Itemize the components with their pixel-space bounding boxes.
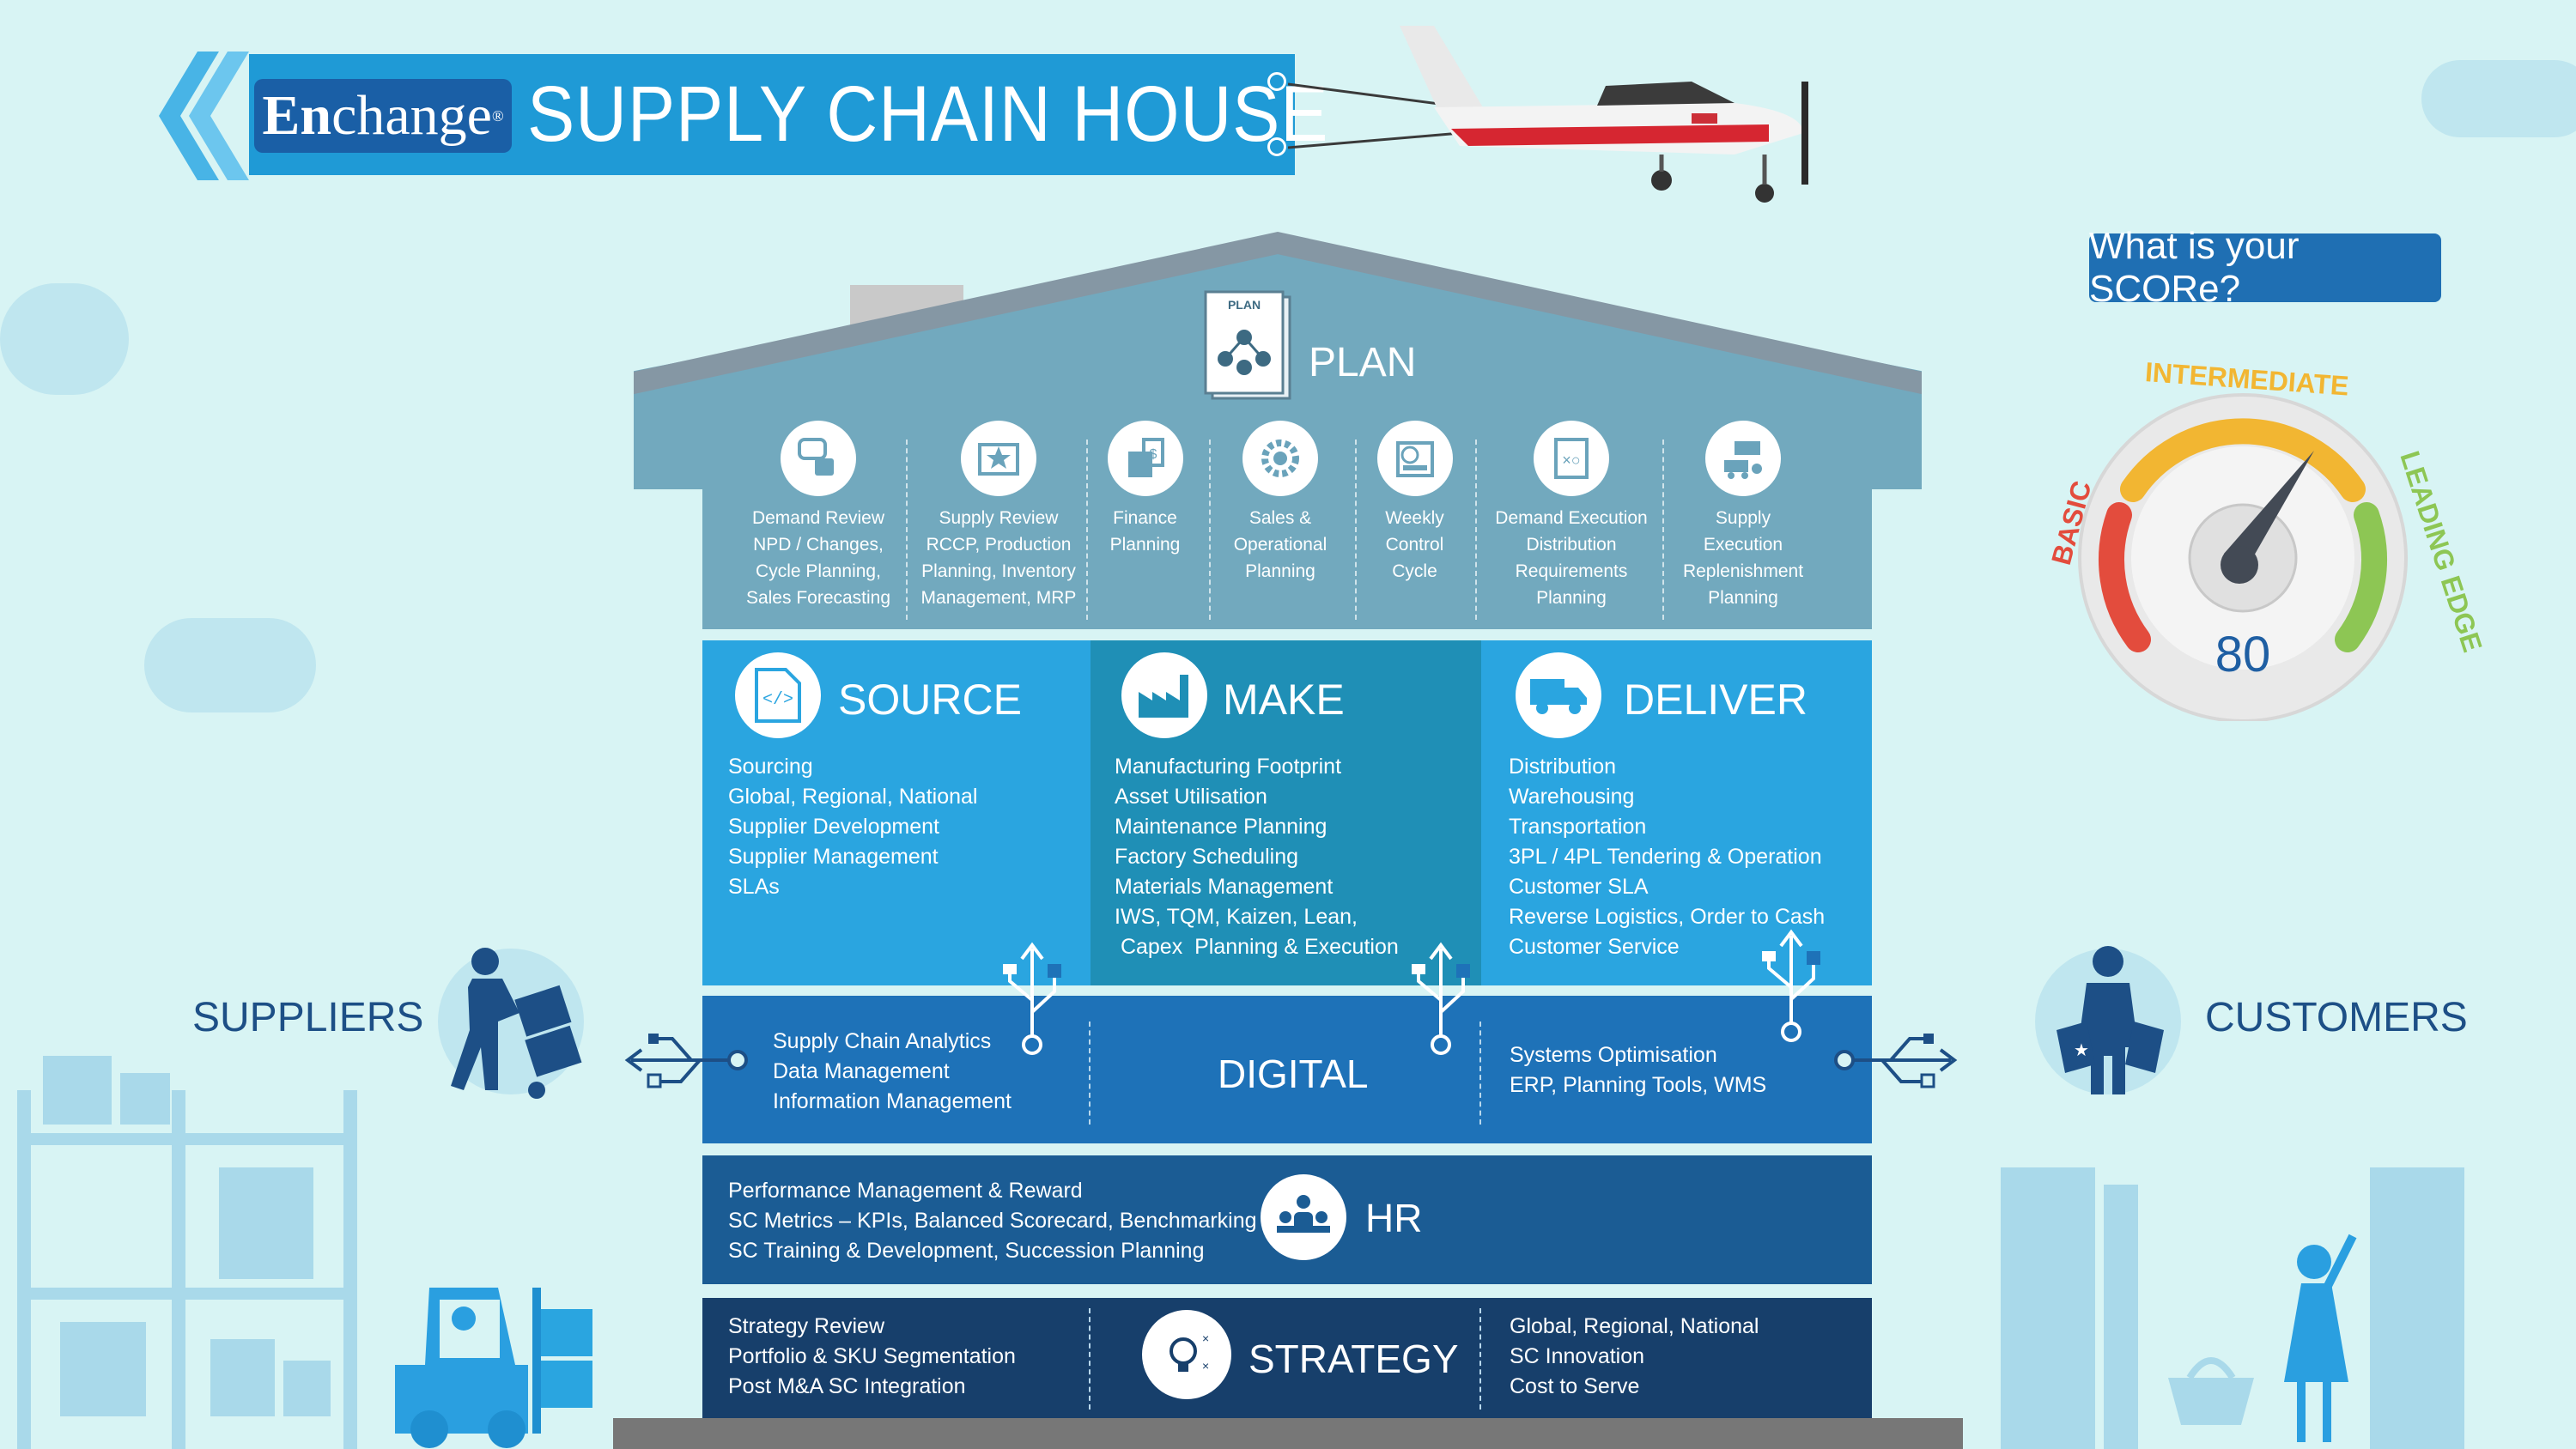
shopping-basket-icon xyxy=(2168,1357,2254,1425)
forklift-icon xyxy=(395,1288,592,1448)
cloud-top-right xyxy=(2421,60,2576,137)
shopper-girl-icon xyxy=(2284,1234,2357,1442)
banner-chevrons xyxy=(159,52,249,180)
factory-icon xyxy=(1121,652,1207,738)
score-level-leading-edge: LEADING EDGE xyxy=(2394,447,2488,656)
box xyxy=(283,1361,331,1416)
warehouse-shelf xyxy=(17,1288,357,1300)
svg-text:$: $ xyxy=(1149,447,1157,462)
digital-title: DIGITAL xyxy=(1218,1052,1369,1096)
suppliers-label: SUPPLIERS xyxy=(192,995,424,1040)
make-title: MAKE xyxy=(1223,676,1345,724)
usb-left-connector-icon xyxy=(624,1034,748,1088)
team-icon xyxy=(1261,1174,1346,1260)
usb-connector-icon xyxy=(1412,942,1470,1055)
usb-connector-icon xyxy=(1762,929,1820,1042)
airplane-icon xyxy=(1288,26,1808,203)
warehouse-shelf xyxy=(172,1090,185,1449)
store-shelf xyxy=(2001,1167,2095,1449)
warehouse-shelf xyxy=(343,1090,357,1449)
box xyxy=(210,1339,275,1416)
delivery-truck-icon xyxy=(1516,652,1601,738)
svg-text:×: × xyxy=(1202,1331,1209,1345)
hr-title: HR xyxy=(1365,1196,1423,1240)
score-value: 80 xyxy=(2215,627,2271,682)
svg-text:</>: </> xyxy=(762,690,793,710)
supplier-dolly-icon xyxy=(438,948,584,1099)
tactics-board-icon: ×○ xyxy=(1534,421,1609,496)
plan-divider xyxy=(1209,440,1211,620)
digital-divider xyxy=(1089,1022,1091,1125)
plan-divider xyxy=(906,440,908,620)
usb-connector-icon xyxy=(1003,942,1061,1055)
calendar-clock-icon xyxy=(1376,421,1453,496)
cloud-left xyxy=(0,283,129,395)
thumbs-up-chat-icon xyxy=(781,421,856,496)
plan-divider xyxy=(1475,440,1477,620)
banner-ring-top xyxy=(1267,72,1286,91)
svg-text:★: ★ xyxy=(2074,1041,2089,1060)
finance-calculator-icon: $ xyxy=(1107,421,1183,496)
score-gauge: BASIC INTERMEDIATE LEADING EDGE 80 xyxy=(2045,356,2488,721)
certificate-star-icon xyxy=(961,421,1036,496)
plan-divider xyxy=(1662,440,1664,620)
digital-divider xyxy=(1479,1022,1481,1125)
svg-text:PLAN: PLAN xyxy=(1228,298,1261,312)
banner-ring-bottom xyxy=(1267,137,1286,156)
warehouse-shelf xyxy=(17,1133,357,1145)
warehouse-truck-icon xyxy=(1705,421,1781,496)
plan-divider xyxy=(1355,440,1357,620)
strategy-divider xyxy=(1479,1308,1481,1410)
page-title: SUPPLY CHAIN HOUSE xyxy=(527,70,1329,158)
strategy-title: STRATEGY xyxy=(1249,1337,1459,1381)
box xyxy=(43,1056,112,1125)
svg-text:×○: ×○ xyxy=(1562,452,1580,469)
source-title: SOURCE xyxy=(838,676,1022,724)
warehouse-shelf xyxy=(17,1090,31,1449)
cloud-left-lower xyxy=(144,618,316,712)
store-shelf xyxy=(2104,1185,2138,1449)
store-shelf xyxy=(2370,1167,2464,1449)
svg-text:×: × xyxy=(1202,1359,1209,1373)
box xyxy=(120,1073,170,1125)
strategy-divider xyxy=(1089,1308,1091,1410)
plan-document-icon: PLAN xyxy=(1204,290,1291,400)
strategy-lightbulb-icon: ×× xyxy=(1142,1310,1231,1399)
usb-right-connector-icon xyxy=(1834,1034,1958,1088)
customer-shopping-icon: ★ xyxy=(2035,946,2181,1094)
score-question-button[interactable]: What is your SCORe? xyxy=(2089,225,2441,310)
deliver-title: DELIVER xyxy=(1624,676,1807,724)
house-foundation xyxy=(613,1418,1963,1449)
box xyxy=(60,1322,146,1416)
gear-icon xyxy=(1242,421,1318,496)
source-code-icon: </> xyxy=(735,652,821,738)
customers-label: CUSTOMERS xyxy=(2205,995,2468,1040)
plan-divider xyxy=(1086,440,1088,620)
plan-title: PLAN xyxy=(1309,340,1417,385)
box xyxy=(219,1167,313,1279)
